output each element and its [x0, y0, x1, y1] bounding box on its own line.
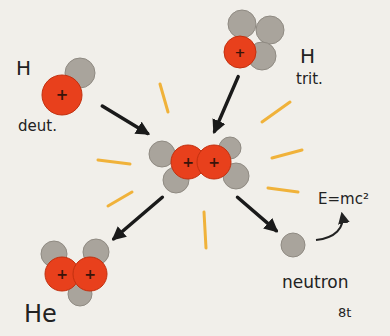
charge-sign: + [182, 155, 194, 169]
reaction-arrow [114, 197, 163, 239]
energy-ray [262, 102, 290, 122]
neutron-particle: neutron [280, 232, 306, 258]
deuterium-atom: H+deut. [40, 55, 98, 117]
charge-sign: + [56, 88, 69, 103]
charge-sign: + [56, 267, 68, 281]
tritium-atom: H+trit. [222, 8, 286, 72]
neutron-ball [256, 16, 284, 44]
fusion-nucleus: ++ [150, 136, 250, 194]
particle-label: neutron [282, 274, 348, 291]
neutron-ball [281, 233, 305, 257]
atom-shape [40, 240, 110, 304]
helium-nucleus: ++He [40, 240, 110, 304]
atom-shape [280, 232, 306, 258]
energy-ray [108, 192, 132, 206]
proton [197, 145, 231, 179]
reaction-arrow [215, 77, 239, 132]
particle-label: H [300, 46, 315, 66]
energy-ray [204, 212, 206, 248]
energy-ray [268, 188, 298, 192]
charge-sign: + [235, 46, 246, 59]
particle-label: trit. [296, 72, 323, 87]
energy-rays [98, 84, 302, 248]
reaction-arrow [238, 197, 277, 230]
particle-label: He [24, 302, 57, 326]
particle-label: H [16, 58, 31, 78]
proton [73, 257, 107, 291]
charge-sign: + [84, 267, 96, 281]
energy-ray [272, 150, 302, 158]
proton [42, 75, 82, 115]
energy-ray [98, 160, 130, 164]
neutron-ball [228, 10, 256, 38]
particle-label: deut. [18, 119, 57, 134]
atom-shape [40, 55, 98, 117]
leader-arrow [316, 214, 343, 240]
atom-shape [222, 8, 286, 72]
atom-shape [150, 136, 250, 194]
equation-label: E=mc² [318, 192, 369, 207]
proton [224, 36, 256, 68]
signature: 8t [338, 306, 351, 319]
charge-sign: + [208, 155, 220, 169]
reaction-arrow [102, 106, 147, 133]
energy-ray [160, 84, 168, 112]
